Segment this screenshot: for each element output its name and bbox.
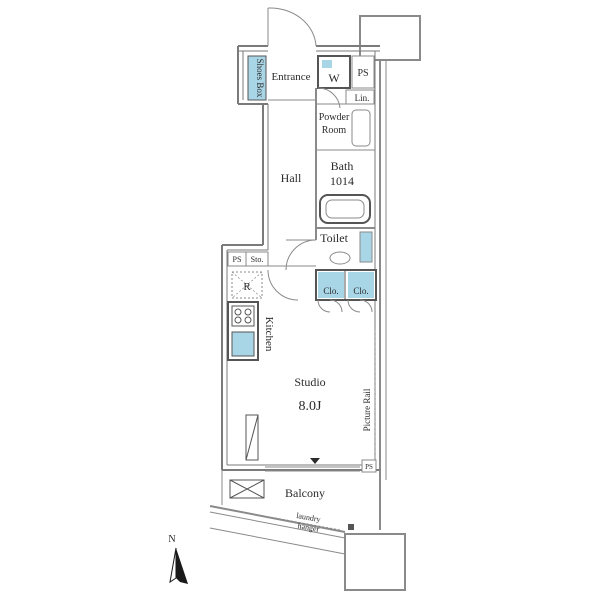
laundry-label-1: laundry — [296, 511, 322, 524]
kitchen-counter: Kitchen — [227, 301, 275, 361]
balcony-label: Balcony — [285, 486, 325, 500]
linen-label: Lin. — [355, 93, 370, 103]
washer-label: W — [328, 71, 340, 85]
ps-kitchen-label: PS — [233, 255, 242, 264]
studio-size-label: 8.0J — [299, 399, 323, 414]
picture-rail-label: Picture Rail — [362, 388, 372, 431]
north-label: N — [168, 534, 175, 545]
studio-label: Studio — [294, 375, 325, 389]
outer-walls — [221, 45, 380, 471]
hall-label: Hall — [281, 171, 302, 185]
studio-hatch-panel — [245, 414, 259, 461]
shoes-box-label: Shoes Box — [255, 59, 265, 98]
north-arrow-icon: N — [168, 534, 188, 584]
structural-column-top — [359, 15, 421, 480]
entry-marker-icon — [310, 458, 320, 464]
laundry-label-2: hanger — [297, 521, 320, 534]
closets: Clo. Clo. — [315, 269, 377, 313]
bath-label: Bath — [331, 159, 354, 173]
bath-size-label: 1014 — [330, 174, 354, 188]
ps-balcony-label: PS — [365, 463, 373, 471]
entrance-label: Entrance — [271, 71, 310, 83]
powder-room: Powder Room — [315, 88, 375, 240]
entrance-door — [267, 7, 317, 47]
toilet-label: Toilet — [320, 231, 348, 245]
structural-column-bottom — [344, 533, 406, 591]
closet-right-label: Clo. — [353, 286, 368, 296]
refrigerator-space: R — [231, 271, 263, 299]
powder-room-label-1: Powder — [319, 112, 350, 123]
sash-window — [265, 466, 360, 472]
closet-left-label: Clo. — [323, 286, 338, 296]
toilet-room: Toilet — [285, 231, 373, 271]
shoes-box: Shoes Box — [247, 55, 267, 101]
ps-top-label: PS — [357, 68, 368, 79]
storage-label: Sto. — [251, 255, 264, 264]
powder-room-label-2: Room — [322, 125, 347, 136]
kitchen-label: Kitchen — [263, 317, 275, 352]
kitchen-storage: PS Sto. — [227, 251, 316, 301]
washer-space: W — [317, 55, 351, 89]
balcony: Balcony laundry hanger — [209, 470, 381, 555]
bath-room: Bath 1014 — [316, 159, 375, 229]
refrigerator-label: R — [243, 281, 251, 293]
